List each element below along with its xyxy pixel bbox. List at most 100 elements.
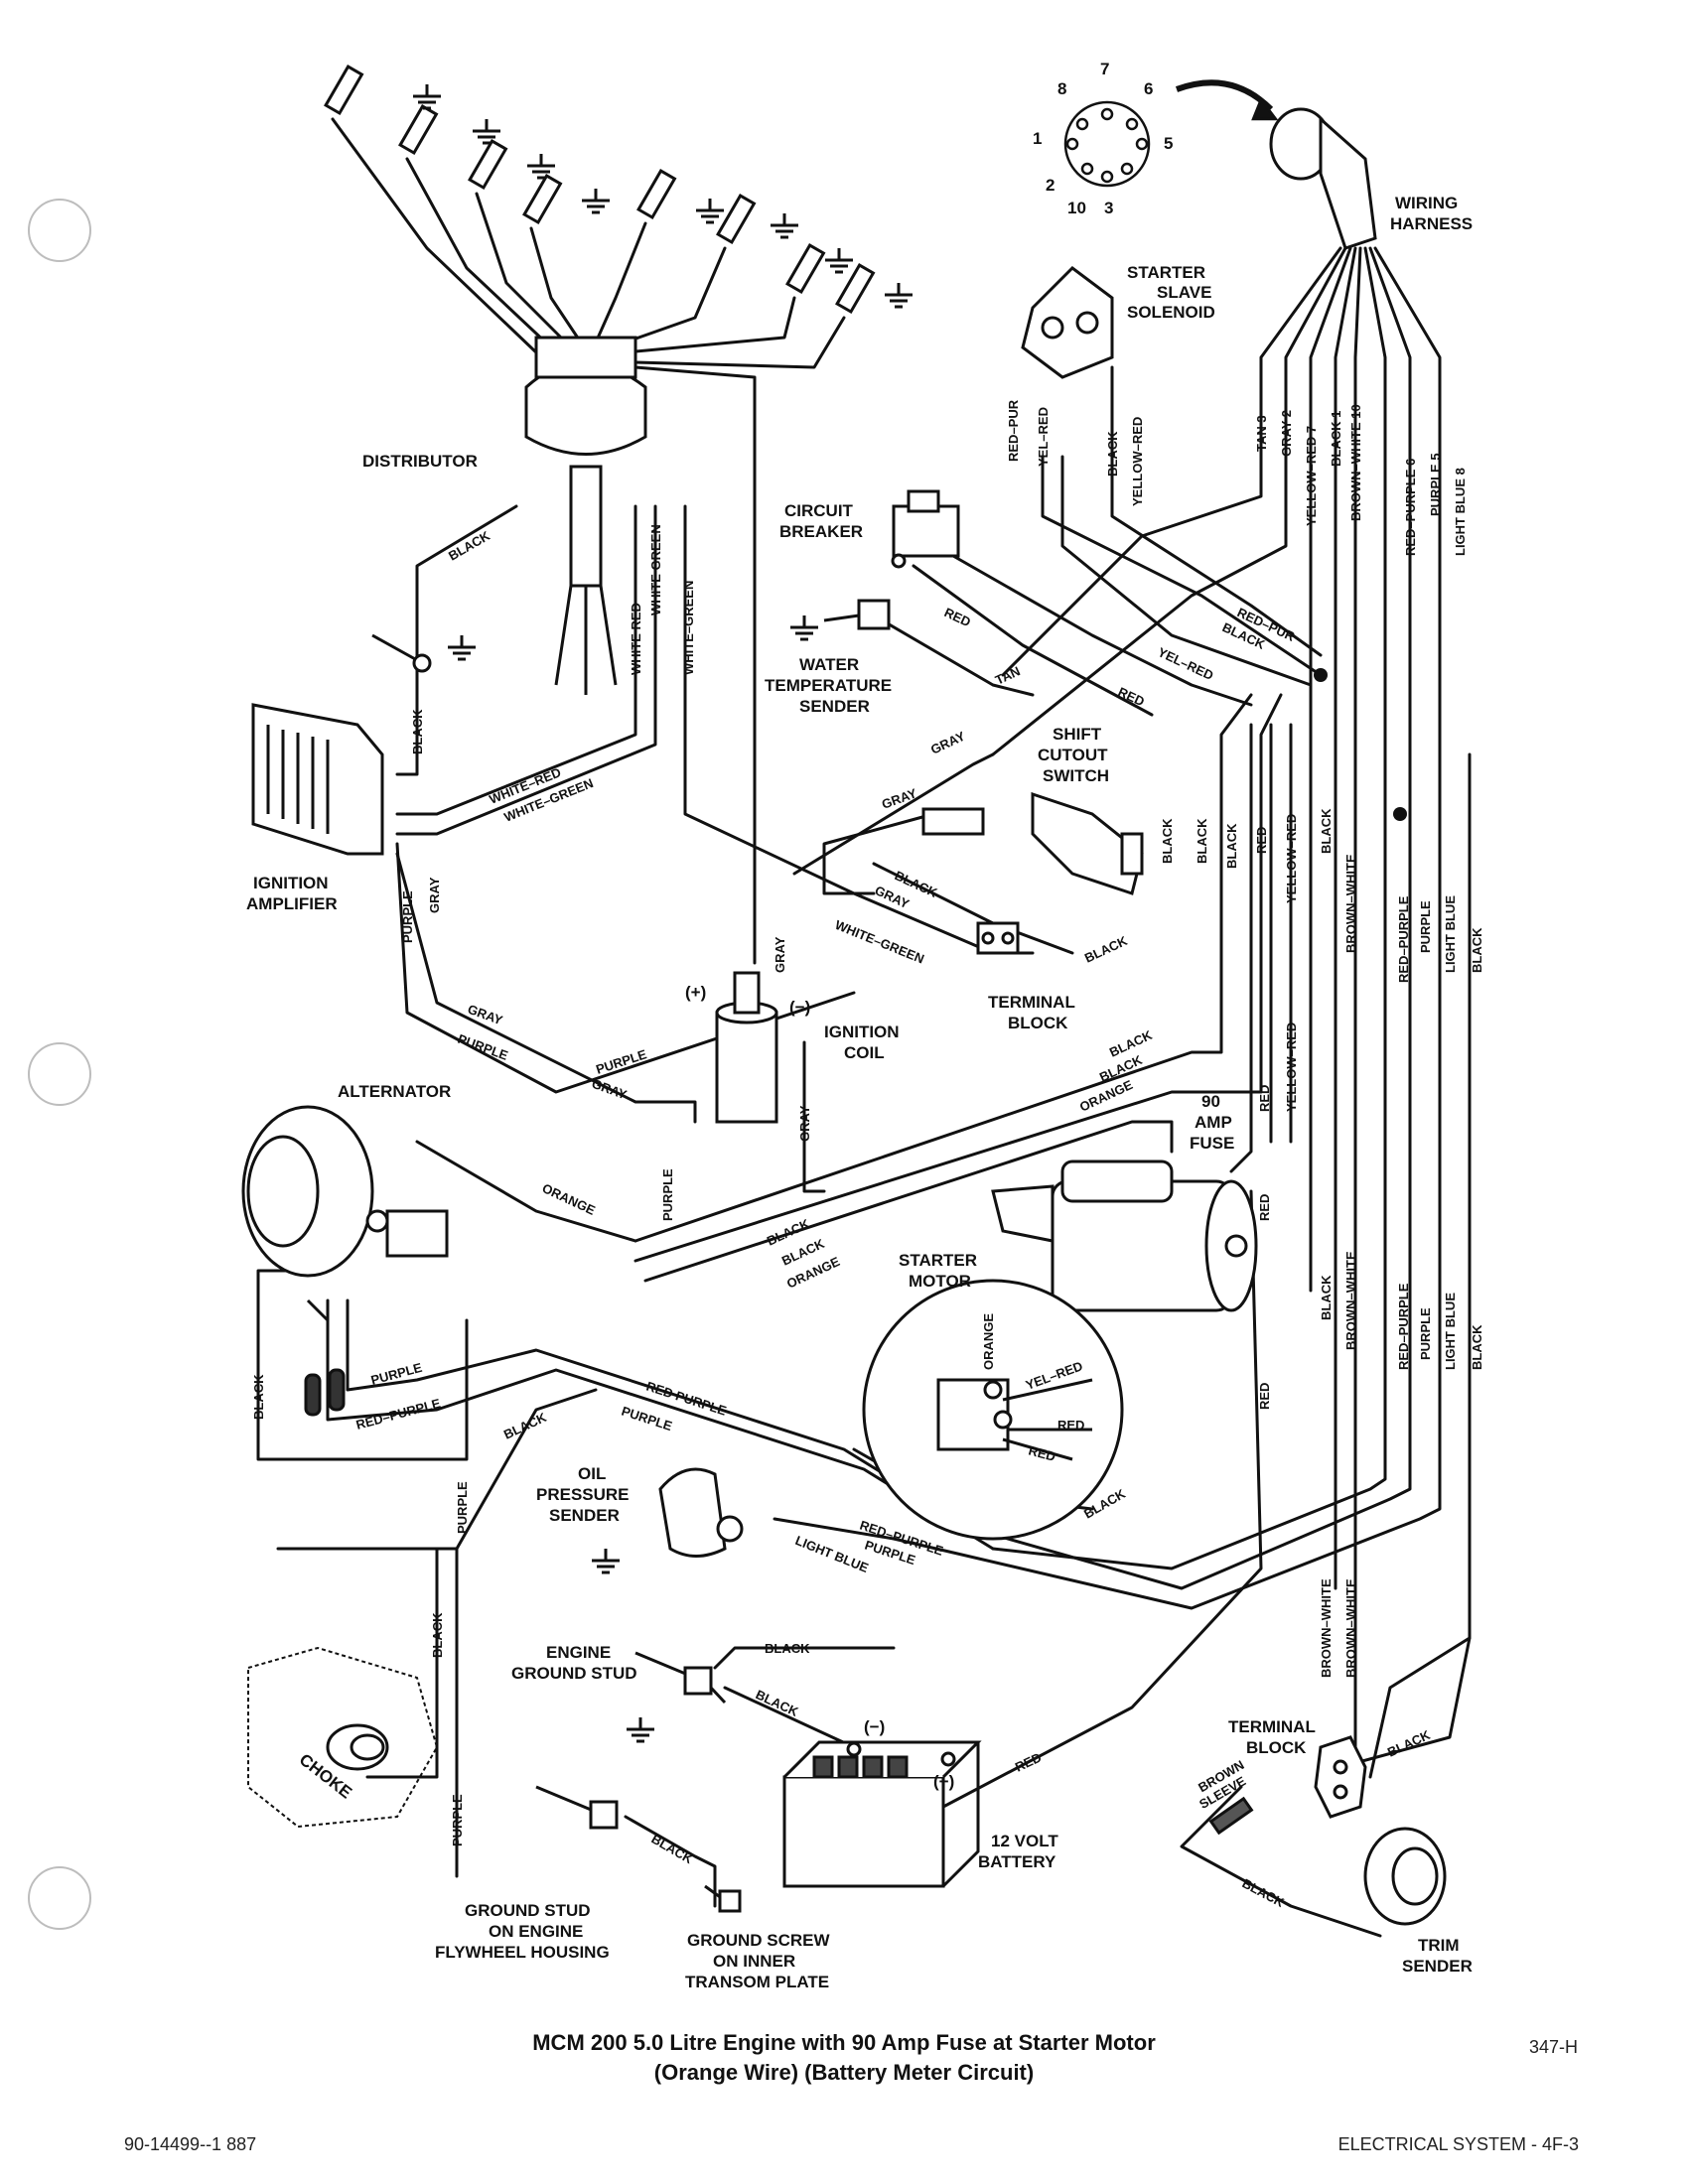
plug-lead bbox=[609, 246, 727, 349]
brown-sleeve-drawing bbox=[1208, 1796, 1254, 1836]
label-shift-cutout-3: SWITCH bbox=[1043, 766, 1109, 785]
wire-label: BLACK bbox=[1385, 1727, 1433, 1760]
wire-label: RED bbox=[942, 605, 973, 629]
wire-label: RED bbox=[1257, 1085, 1272, 1112]
wire-label: YELLOW–RED bbox=[1284, 1023, 1299, 1112]
ground-symbol bbox=[790, 615, 818, 641]
wire-black-bus bbox=[633, 693, 1253, 1243]
footer-right: ELECTRICAL SYSTEM - 4F-3 bbox=[1337, 2134, 1579, 2154]
junction-dot bbox=[1314, 668, 1328, 682]
label-ignition-amplifier-2: AMPLIFIER bbox=[246, 894, 338, 913]
plug-lead bbox=[475, 192, 568, 344]
binder-hole bbox=[28, 1866, 91, 1930]
harness-black-long bbox=[1368, 752, 1472, 1779]
wire-label: LIGHT BLUE bbox=[1443, 1293, 1458, 1370]
wire-label: PURPLE bbox=[400, 890, 415, 943]
pin-label: 5 bbox=[1164, 134, 1173, 153]
wiring-harness-drawing bbox=[1269, 107, 1377, 250]
label-slave-solenoid-2: SLAVE bbox=[1157, 283, 1211, 302]
pin-label: 6 bbox=[1144, 79, 1153, 98]
wire-label: RED bbox=[1257, 1194, 1272, 1221]
trim-sender-drawing bbox=[1363, 1827, 1447, 1926]
wire-label: YELLOW–RED bbox=[1284, 814, 1299, 903]
shift-cutout-switch-drawing bbox=[921, 791, 1144, 895]
wire-label: ORANGE bbox=[981, 1313, 996, 1370]
wire-label: BLACK bbox=[649, 1832, 696, 1867]
wire-label: BROWN–WHITE bbox=[1343, 1578, 1358, 1678]
wire-label: RED bbox=[1027, 1442, 1056, 1464]
pin-diagram bbox=[1063, 79, 1279, 188]
slave-solenoid-drawing bbox=[1021, 266, 1114, 379]
label-wiring-harness-2: HARNESS bbox=[1390, 214, 1473, 233]
wire-label: BLACK bbox=[1195, 818, 1209, 864]
harness-label: TAN 3 bbox=[1254, 415, 1269, 452]
wire-label: BLACK bbox=[1105, 431, 1120, 477]
wire-label: BLACK bbox=[1224, 823, 1239, 869]
pin-label: 3 bbox=[1104, 199, 1113, 217]
wire-gray-amp bbox=[395, 852, 697, 1124]
wire-gray-switch bbox=[822, 812, 935, 895]
starter-motor-drawing bbox=[991, 1160, 1258, 1312]
ground-bolt bbox=[371, 633, 432, 673]
wire-label: PURPLE bbox=[620, 1404, 674, 1434]
ignition-coil-drawing bbox=[715, 971, 778, 1124]
wire-label: GRAY bbox=[427, 877, 442, 913]
wire-label: GRAY bbox=[797, 1105, 812, 1142]
spark-plug bbox=[468, 138, 508, 191]
wire-black-solenoid bbox=[1110, 365, 1323, 657]
binder-hole bbox=[28, 199, 91, 262]
wire-label: GRAY bbox=[466, 1002, 505, 1028]
ground-symbol bbox=[885, 283, 913, 309]
coil-lead bbox=[633, 365, 757, 965]
label-flywheel-stud-2: ON ENGINE bbox=[489, 1922, 583, 1941]
junction-dot bbox=[1393, 807, 1407, 821]
label-flywheel-stud-3: FLYWHEEL HOUSING bbox=[435, 1943, 610, 1962]
label-battery-1: 12 VOLT bbox=[991, 1832, 1058, 1850]
wire-black-ground-stud bbox=[713, 1646, 896, 1670]
wire-label: BLACK bbox=[1160, 818, 1175, 864]
wire-red-to-fuse bbox=[1229, 723, 1253, 1173]
footer-left: 90-14499--1 887 bbox=[124, 2134, 257, 2154]
ground-symbol bbox=[448, 635, 476, 661]
label-shift-cutout-1: SHIFT bbox=[1053, 725, 1102, 744]
harness-label: GRAY 2 bbox=[1279, 410, 1294, 457]
harness-label: PURPLE 5 bbox=[1428, 453, 1443, 516]
wire-tan-sender bbox=[872, 614, 1035, 697]
wire-label: ORANGE bbox=[540, 1180, 598, 1218]
pin-label: 1 bbox=[1033, 129, 1042, 148]
wire-red-pur bbox=[1041, 455, 1323, 677]
label-battery-minus: (−) bbox=[864, 1717, 885, 1736]
label-engine-ground-2: GROUND STUD bbox=[511, 1664, 637, 1683]
wire-red-to-battery bbox=[941, 1189, 1263, 1809]
battery-drawing bbox=[782, 1740, 982, 1888]
harness-black bbox=[1334, 246, 1357, 1590]
ground-symbol bbox=[413, 84, 441, 110]
label-circuit-breaker-2: BREAKER bbox=[779, 522, 863, 541]
label-terminal-block-upper-2: BLOCK bbox=[1008, 1014, 1068, 1032]
label-coil-minus: (−) bbox=[789, 998, 810, 1017]
label-wiring-harness-1: WIRING bbox=[1395, 194, 1458, 212]
label-ignition-amplifier-1: IGNITION bbox=[253, 874, 329, 892]
wire-label: BLACK bbox=[1319, 1275, 1334, 1320]
terminal-block-upper-drawing bbox=[976, 921, 1020, 955]
wire-label: RED–PURPLE bbox=[1396, 1283, 1411, 1370]
component-labels: DISTRIBUTOR IGNITION AMPLIFIER IGNITION … bbox=[246, 194, 1473, 1991]
spark-plug bbox=[716, 193, 757, 245]
wire-label: WHITE GREEN bbox=[648, 524, 663, 615]
water-temp-sender-drawing bbox=[823, 599, 891, 630]
spark-plug bbox=[835, 262, 876, 315]
wire-label: BLACK bbox=[1470, 927, 1484, 973]
wire-label: BLACK bbox=[1319, 808, 1334, 854]
label-starter-motor-1: STARTER bbox=[899, 1251, 977, 1270]
spark-plug bbox=[324, 64, 364, 116]
label-engine-ground-1: ENGINE bbox=[546, 1643, 611, 1662]
wire-label: GRAY bbox=[773, 936, 787, 973]
label-starter-motor-2: MOTOR bbox=[909, 1272, 971, 1291]
alternator-drawing bbox=[241, 1105, 449, 1417]
wire-label: RED bbox=[1254, 827, 1269, 854]
wire-label: BLACK bbox=[251, 1374, 266, 1420]
label-battery-plus: (+) bbox=[933, 1772, 954, 1791]
label-trim-sender-1: TRIM bbox=[1418, 1936, 1460, 1955]
harness-gray bbox=[991, 246, 1347, 756]
